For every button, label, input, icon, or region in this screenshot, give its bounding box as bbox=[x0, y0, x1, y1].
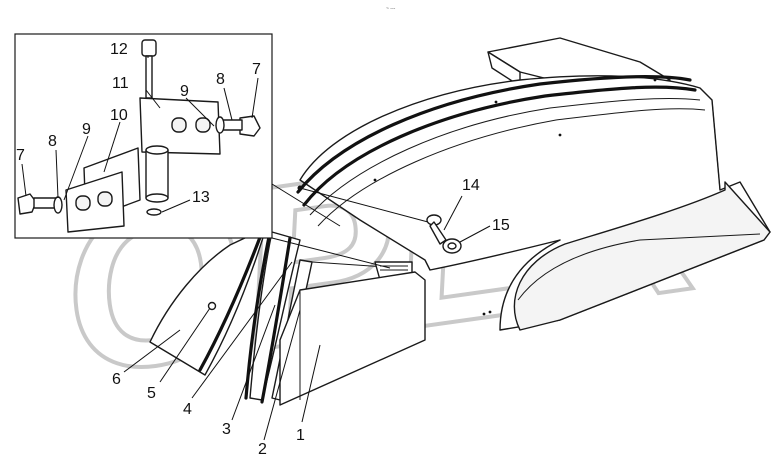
label-4: 4 bbox=[183, 401, 192, 418]
label-7-left: 7 bbox=[16, 147, 25, 164]
label-10: 10 bbox=[110, 107, 128, 124]
label-12: 12 bbox=[110, 41, 128, 58]
label-13: 13 bbox=[192, 189, 210, 206]
header-mark: ~ --- bbox=[386, 6, 396, 12]
label-11: 11 bbox=[112, 75, 129, 92]
leader-lines bbox=[21, 56, 491, 441]
label-2: 2 bbox=[258, 441, 267, 458]
label-8-left: 8 bbox=[48, 133, 57, 150]
label-8-right: 8 bbox=[216, 71, 225, 88]
label-6: 6 bbox=[112, 371, 121, 388]
label-14: 14 bbox=[462, 177, 480, 194]
label-7-right: 7 bbox=[252, 61, 261, 78]
label-15: 15 bbox=[492, 217, 510, 234]
label-5: 5 bbox=[147, 385, 156, 402]
label-3: 3 bbox=[222, 421, 231, 438]
label-9-right: 9 bbox=[180, 83, 189, 100]
label-9-left: 9 bbox=[82, 121, 91, 138]
label-1: 1 bbox=[296, 427, 305, 444]
fender-body bbox=[296, 37, 771, 331]
bolt-washer-14-15 bbox=[297, 185, 462, 254]
part-1-panel bbox=[279, 271, 426, 406]
detail-inset bbox=[14, 33, 391, 269]
